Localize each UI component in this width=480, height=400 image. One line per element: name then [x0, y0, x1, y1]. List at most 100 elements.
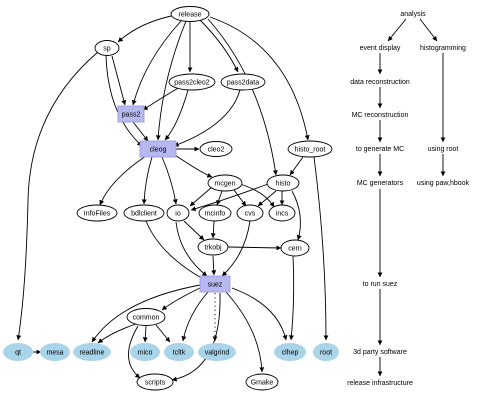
node-histo-root-shape: [287, 140, 333, 158]
edge-mcgen-incs: [239, 183, 275, 208]
node-release: release: [170, 6, 210, 22]
edge-mcgen-io: [189, 186, 213, 207]
node-io: io: [166, 204, 190, 222]
edge-pass2cleo2-cleog: [164, 89, 189, 141]
edge-cleog-mcgen: [174, 154, 213, 178]
node-cvs-shape: [236, 204, 264, 222]
node-cvs: cvs: [236, 204, 264, 222]
edge-mcinfo-trkobj: [210, 220, 216, 239]
node-bdlclient-shape: [123, 204, 165, 222]
legend-using-root: using root: [428, 146, 459, 153]
node-suez: suez: [199, 275, 231, 293]
node-incs: incs: [268, 204, 296, 222]
node-tcltk: tcltk: [164, 343, 194, 361]
node-mcinfo: mcinfo: [198, 204, 232, 222]
node-incs-shape: [268, 204, 296, 222]
node-pass2data: pass2data: [220, 73, 266, 91]
edge-io-trkobj: [183, 220, 205, 241]
node-cleo2-label: cleo2: [208, 147, 225, 154]
legend-3d-party-software: 3d party software: [353, 349, 407, 356]
edge-suez-readline: [91, 284, 201, 343]
node-root-label: root: [320, 350, 332, 357]
node-pass2cleo2: pass2cleo2: [168, 73, 216, 91]
node-histo-shape: [266, 174, 300, 192]
node-mico-shape: [130, 343, 160, 361]
edge-suez-scripts: [171, 292, 221, 382]
node-clhep-label: clhep: [282, 350, 299, 357]
edge-histo-root-histo: [289, 156, 304, 176]
edge-cleog-bdlclient: [141, 156, 153, 205]
node-trkobj-shape: [197, 238, 229, 256]
legend-using-paw-hbook: using paw,hbook: [417, 180, 470, 187]
node-pass2: pass2: [117, 105, 145, 123]
node-mcgen: mcgen: [207, 174, 243, 192]
legend-labels: analysis event display histogramming dat…: [347, 11, 469, 387]
legend-event-display: event display: [360, 45, 401, 52]
node-mico: mico: [130, 343, 160, 361]
node-cvs-label: cvs: [245, 211, 256, 218]
node-histo-label: histo: [276, 181, 291, 188]
node-qt-label: qt: [15, 350, 21, 357]
node-sp-label: sp: [103, 46, 111, 53]
node-valgrind-shape: [198, 343, 236, 361]
node-trkobj: trkobj: [197, 238, 229, 256]
node-cleog: cleog: [139, 140, 177, 158]
node-mcgen-label: mcgen: [214, 181, 235, 188]
edge-suez-common: [161, 287, 201, 311]
edge-trkobj-cern: [227, 245, 282, 251]
edge-cleog-io: [161, 156, 178, 205]
legend-histogramming: histogramming: [420, 45, 466, 52]
legend-edge-analysis-histogramming: [419, 18, 438, 42]
graph-edges: [16, 14, 329, 382]
edge-io-suez: [175, 221, 208, 277]
edge-bdlclient-suez: [145, 220, 206, 281]
node-mesa: mesa: [40, 343, 70, 361]
node-pass2-shape: [117, 105, 145, 123]
node-qt: qt: [3, 343, 33, 361]
node-mesa-shape: [40, 343, 70, 361]
node-root: root: [313, 343, 339, 361]
node-infofiles-label: InfoFiles: [84, 211, 111, 218]
node-clhep: clhep: [274, 343, 306, 361]
node-scripts: scripts: [136, 373, 174, 391]
edge-cvs-suez: [221, 220, 251, 277]
node-valgrind: valgrind: [198, 343, 236, 361]
legend-edges: [377, 18, 446, 377]
edge-release-sp: [117, 14, 177, 43]
node-qt-shape: [3, 343, 33, 361]
node-pass2data-shape: [220, 73, 266, 91]
legend-mc-reconstruction: MC reconstruction: [352, 112, 409, 119]
edge-common-scripts: [128, 325, 141, 379]
node-sp-shape: [94, 40, 120, 56]
edge-trkobj-suez: [211, 255, 217, 276]
legend-data-reconstruction: data reconstruction: [350, 79, 410, 86]
node-release-label: release: [179, 12, 202, 19]
node-root-shape: [313, 343, 339, 361]
edge-cern-clhep: [289, 255, 295, 341]
node-io-label: io: [175, 211, 181, 218]
edge-sp-qt: [16, 51, 99, 341]
edge-release-histo-root: [209, 16, 310, 141]
legend-to-generate-mc: to generate MC: [356, 146, 404, 153]
edge-histo-io: [190, 183, 269, 212]
edge-release-cleog: [155, 20, 187, 141]
edge-common-readline: [97, 323, 137, 344]
edge-histo-root-root: [313, 156, 329, 341]
edge-suez-gmake: [225, 291, 265, 373]
node-readline-label: readline: [80, 350, 105, 357]
node-gmake-label: Gmake: [251, 380, 274, 387]
node-cern-shape: [280, 239, 310, 257]
node-clhep-shape: [274, 343, 306, 361]
node-mcinfo-shape: [198, 204, 232, 222]
node-readline: readline: [73, 343, 111, 361]
legend-edge-analysis-event-display: [387, 18, 407, 42]
node-mcgen-shape: [207, 174, 243, 192]
node-infofiles-shape: [76, 204, 118, 222]
edge-mcgen-mcinfo: [216, 190, 223, 206]
edge-pass2-cleog: [132, 121, 149, 142]
edge-release-pass2: [131, 19, 183, 106]
edge-pass2data-cleog: [173, 89, 241, 147]
node-cleog-shape: [139, 140, 177, 158]
node-pass2-label: pass2: [122, 112, 141, 119]
